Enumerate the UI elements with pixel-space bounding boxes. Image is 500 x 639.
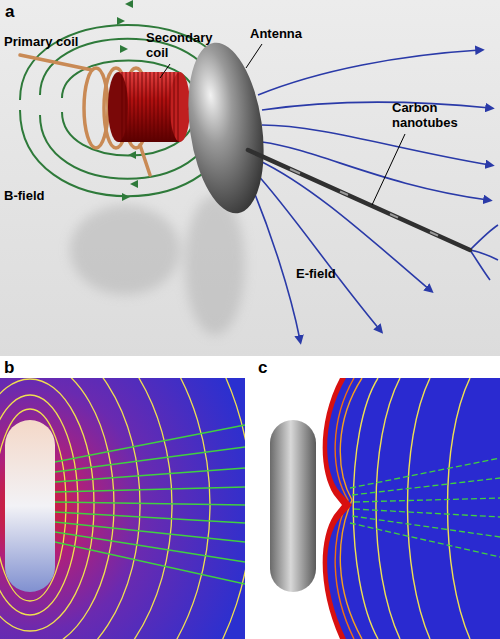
field-line <box>350 458 500 488</box>
equipotential-line <box>0 409 66 601</box>
shadow <box>70 195 245 335</box>
field-line <box>354 509 500 517</box>
equipotential-line <box>0 395 78 615</box>
field-line <box>55 542 245 584</box>
primary-coil <box>20 55 92 70</box>
field-line <box>55 487 245 492</box>
equipotential-line <box>0 379 94 631</box>
high-field-region <box>255 378 352 639</box>
b-field-line <box>117 17 125 25</box>
nanotube-rod <box>270 420 316 592</box>
carbon-nanotube <box>248 150 470 250</box>
field-line <box>55 468 245 482</box>
panel-b <box>0 378 245 639</box>
equipotential-line <box>353 378 378 639</box>
shadow <box>185 195 245 335</box>
equipotential-line <box>448 378 471 639</box>
field-label: B-field <box>4 188 74 203</box>
field-line <box>350 458 500 557</box>
excluded-region <box>255 378 342 639</box>
e-field-line <box>250 182 300 340</box>
equipotential-line <box>408 378 431 639</box>
b-field-line <box>120 45 128 53</box>
equipotential-line <box>0 378 210 639</box>
b-field-line <box>128 151 136 159</box>
b-field-line <box>125 0 133 8</box>
equipotential-line <box>0 378 140 639</box>
equipotential-line <box>0 378 172 639</box>
secondary-coil <box>122 72 178 142</box>
e-field-line <box>262 125 490 165</box>
part-label: Secondary coil <box>146 30 216 60</box>
e-field-line <box>470 250 490 280</box>
b-field-line <box>130 180 138 188</box>
e-field-line <box>258 160 430 290</box>
panel-letter: c <box>258 358 288 377</box>
equipotential-line <box>0 378 245 639</box>
field-line <box>55 425 245 584</box>
field-label: E-field <box>296 266 366 281</box>
field-line <box>354 498 500 502</box>
secondary-coil <box>122 72 178 142</box>
panel-background <box>0 0 500 356</box>
part-label: Carbon nanotubes <box>392 100 472 130</box>
antenna-disk <box>178 38 273 218</box>
equipotential-line <box>0 378 114 639</box>
equipotential-line <box>0 378 245 639</box>
secondary-coil <box>108 72 128 142</box>
field-line <box>55 447 245 472</box>
panel-a <box>0 0 500 356</box>
field-map <box>255 378 500 639</box>
primary-coil <box>140 145 150 175</box>
nanotube-rod <box>5 420 55 592</box>
secondary-coil <box>170 72 190 142</box>
field-line <box>55 522 245 542</box>
antenna-disk <box>178 38 273 218</box>
field-line <box>55 512 245 523</box>
e-field-line <box>250 50 498 340</box>
field-line <box>55 532 245 562</box>
carbon-nanotube <box>290 169 438 236</box>
part-label: Primary coil <box>4 34 94 49</box>
e-field-line <box>262 102 490 110</box>
e-field-line <box>258 50 480 95</box>
leader-line <box>160 64 170 78</box>
field-line <box>352 516 500 537</box>
carbon-nanotube <box>248 150 470 250</box>
panel-letter: a <box>5 2 35 21</box>
field-line <box>350 523 500 557</box>
b-field-line <box>122 193 130 201</box>
equipotential-line <box>376 378 400 639</box>
leader-line <box>160 44 405 205</box>
e-field-line <box>255 172 380 330</box>
field-line <box>55 425 245 462</box>
part-label: Antenna <box>250 26 330 41</box>
leader-line <box>372 134 405 205</box>
shadow <box>70 205 180 295</box>
field-line <box>352 478 500 495</box>
field-line <box>55 502 245 505</box>
leader-line <box>246 44 262 68</box>
panel-letter: b <box>4 358 34 377</box>
e-field-line <box>470 225 498 250</box>
panel-c <box>255 378 500 639</box>
